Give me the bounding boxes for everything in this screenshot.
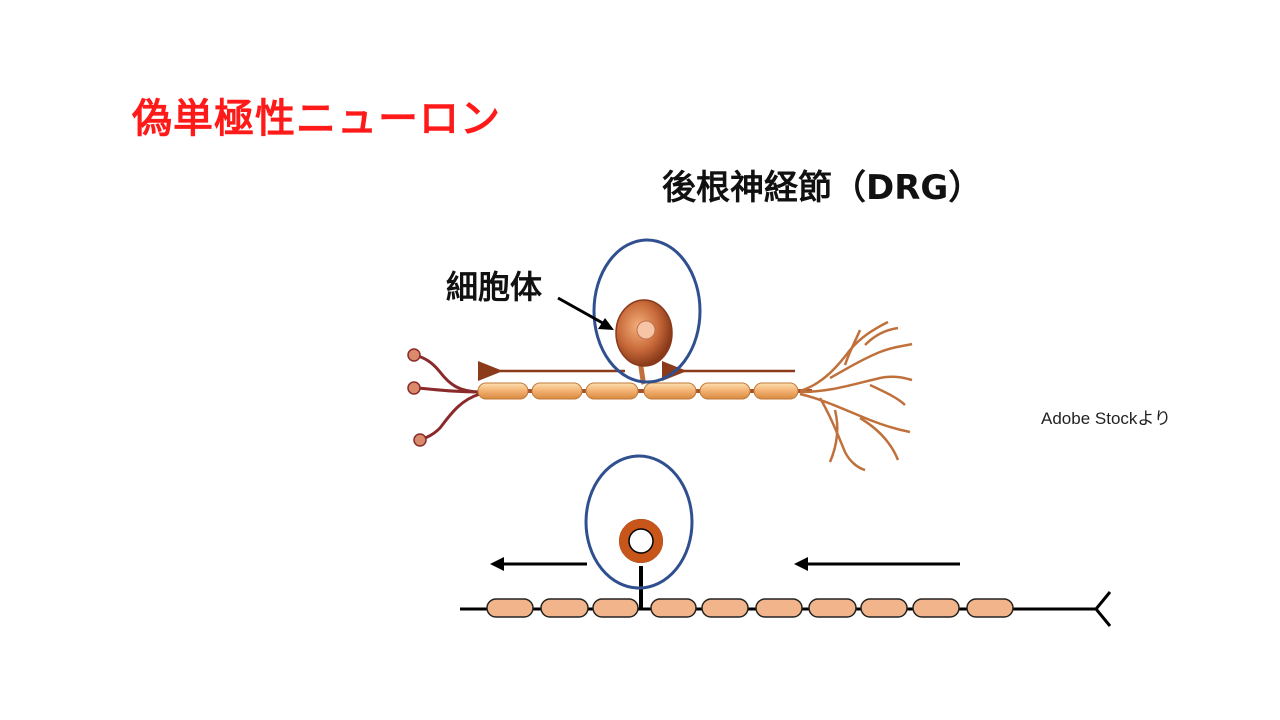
axon-terminal-branches <box>414 353 481 442</box>
cell-body-pointer-arrowhead <box>598 318 614 330</box>
illustration-nucleus <box>636 320 656 340</box>
cell-body-pointer-arrow <box>557 296 609 328</box>
schematic-axon-fork <box>1094 591 1112 627</box>
illustrated-neuron <box>407 238 913 472</box>
schematic-arrow-right-head <box>794 557 808 571</box>
slide-title: 偽単極性ニューロン <box>132 96 501 142</box>
axon-terminal-bulbs <box>407 348 427 447</box>
schematic-myelin-sheath <box>486 598 1014 618</box>
source-credit: Adobe Stockより <box>1041 409 1172 428</box>
illustration-myelin-sheath <box>477 382 799 400</box>
cell-body-label: 細胞体 <box>446 268 543 306</box>
schematic-neuron <box>460 454 1112 627</box>
schematic-nucleus <box>628 528 654 554</box>
schematic-ganglion-ellipse <box>584 454 694 590</box>
schematic-arrow-left-head <box>490 557 504 571</box>
sensory-dendrite-branches <box>799 320 913 472</box>
schematic-cell-body-ring <box>619 519 663 563</box>
illustration-ganglion-ellipse <box>592 238 702 384</box>
ganglion-label: 後根神経節（DRG） <box>662 168 983 208</box>
